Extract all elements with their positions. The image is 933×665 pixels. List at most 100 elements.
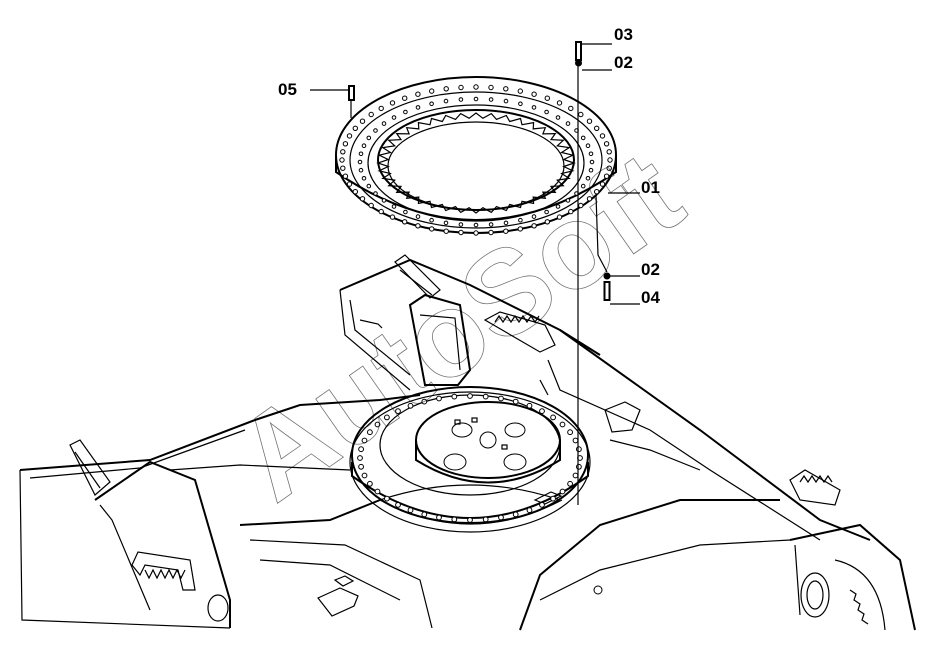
bolt-hole xyxy=(555,115,561,120)
gear-tooth-profile xyxy=(376,112,576,214)
bolt-hole xyxy=(361,143,367,148)
bolt-hole xyxy=(429,217,434,223)
bolt-hole xyxy=(556,214,563,220)
callout-02-bottom: 02 xyxy=(610,260,660,279)
bolt-hole xyxy=(361,176,367,181)
bolt-hole xyxy=(576,463,582,470)
bolt-hole xyxy=(473,230,479,236)
bolt-hole xyxy=(517,88,523,94)
bolt-hole xyxy=(512,398,519,405)
callout-04-label: 04 xyxy=(641,288,660,307)
bolt-hole xyxy=(531,214,537,219)
bolt-hole xyxy=(586,196,593,202)
bolt-hole xyxy=(567,429,573,436)
bolt-hole xyxy=(421,398,428,405)
bolt-hole xyxy=(395,408,401,415)
bolt-hole xyxy=(367,480,373,487)
bolt-hole xyxy=(357,455,363,461)
bolt-hole xyxy=(346,133,353,139)
lower-ring-bolt-holes xyxy=(357,393,583,523)
bolt-hole xyxy=(373,128,378,133)
bolt-hole xyxy=(544,109,549,115)
bolt-hole xyxy=(550,495,556,502)
bolt-hole xyxy=(403,209,408,215)
bolt-hole xyxy=(391,115,397,120)
bolt-hole xyxy=(503,98,509,104)
bolt-hole xyxy=(473,84,479,90)
bolt-hole xyxy=(458,84,464,91)
bolt-hole xyxy=(606,149,612,155)
callout-01: 01 xyxy=(608,178,660,197)
bolt-hole xyxy=(451,393,458,400)
bolt-hole xyxy=(539,408,545,415)
bolt-hole xyxy=(443,228,449,234)
callout-02-top: 02 xyxy=(582,53,633,72)
bolt-hole xyxy=(429,226,435,232)
bolt-hole xyxy=(403,109,408,115)
bolt-hole xyxy=(367,429,373,436)
bolt-hole xyxy=(429,101,434,107)
bolt-hole xyxy=(358,167,364,173)
bolt-hole xyxy=(373,191,378,196)
bolt-hole xyxy=(559,488,566,495)
bolt-hole xyxy=(580,135,586,141)
callout-03-label: 03 xyxy=(614,25,633,44)
bolt-hole xyxy=(517,226,523,232)
bolt-hole xyxy=(358,463,365,470)
bolt-hole xyxy=(588,167,594,173)
bolt-hole xyxy=(606,165,612,171)
bolt-hole xyxy=(578,111,584,118)
bolt-hole xyxy=(374,488,381,495)
bolt-hole xyxy=(358,446,365,453)
undercarriage-center-frame xyxy=(19,254,916,631)
bolt-hole xyxy=(603,141,610,147)
bolt-hole xyxy=(443,98,449,104)
bolt-hole xyxy=(588,151,594,157)
bolt-hole xyxy=(576,446,582,453)
bolt-hole xyxy=(451,516,458,523)
bolt-hole xyxy=(498,395,504,402)
bolt-hole xyxy=(603,173,610,179)
bolt-hole xyxy=(559,421,566,428)
bolt-hole xyxy=(594,189,600,195)
bolt-hole xyxy=(415,214,421,219)
bolt-hole xyxy=(339,157,345,163)
bolt-hole xyxy=(482,393,489,400)
bolt-hole xyxy=(415,223,421,229)
bolt-hole xyxy=(568,208,574,215)
bolt-hole xyxy=(488,229,494,236)
bolt-hole xyxy=(407,402,414,409)
bolt-hole xyxy=(359,118,366,124)
bolt-hole xyxy=(568,105,574,112)
bolt-hole xyxy=(565,121,571,126)
bolt-hole xyxy=(531,223,537,229)
bolt-hole xyxy=(358,151,364,157)
bolt-hole xyxy=(366,135,372,141)
bolt-hole xyxy=(342,141,349,147)
bolt-hole xyxy=(346,181,353,187)
bolt-hole xyxy=(488,222,494,227)
turntable-mounting-ring xyxy=(349,386,591,533)
bolt-hole xyxy=(531,105,537,110)
bolt-hole xyxy=(378,105,384,112)
bolt-hole xyxy=(503,228,509,234)
bolt-hole xyxy=(391,204,397,209)
bolt-hole xyxy=(503,220,509,226)
bolt-hole xyxy=(458,229,464,236)
bolt-hole xyxy=(594,125,600,132)
bolt-hole xyxy=(467,517,473,523)
bolt-hole xyxy=(352,189,358,195)
bolt-hole xyxy=(607,157,613,163)
callout-05: 05 xyxy=(278,80,348,99)
bolt-hole xyxy=(572,437,579,444)
bolt-hole xyxy=(381,198,387,203)
bolt-hole xyxy=(473,96,479,102)
bolt-hole xyxy=(518,217,523,223)
bolt-hole xyxy=(539,502,545,508)
bolt-hole xyxy=(436,514,442,521)
bolt-hole xyxy=(366,183,372,189)
bolt-hole xyxy=(531,91,537,97)
bolt-hole xyxy=(550,414,556,421)
bolt-hole xyxy=(498,514,504,521)
